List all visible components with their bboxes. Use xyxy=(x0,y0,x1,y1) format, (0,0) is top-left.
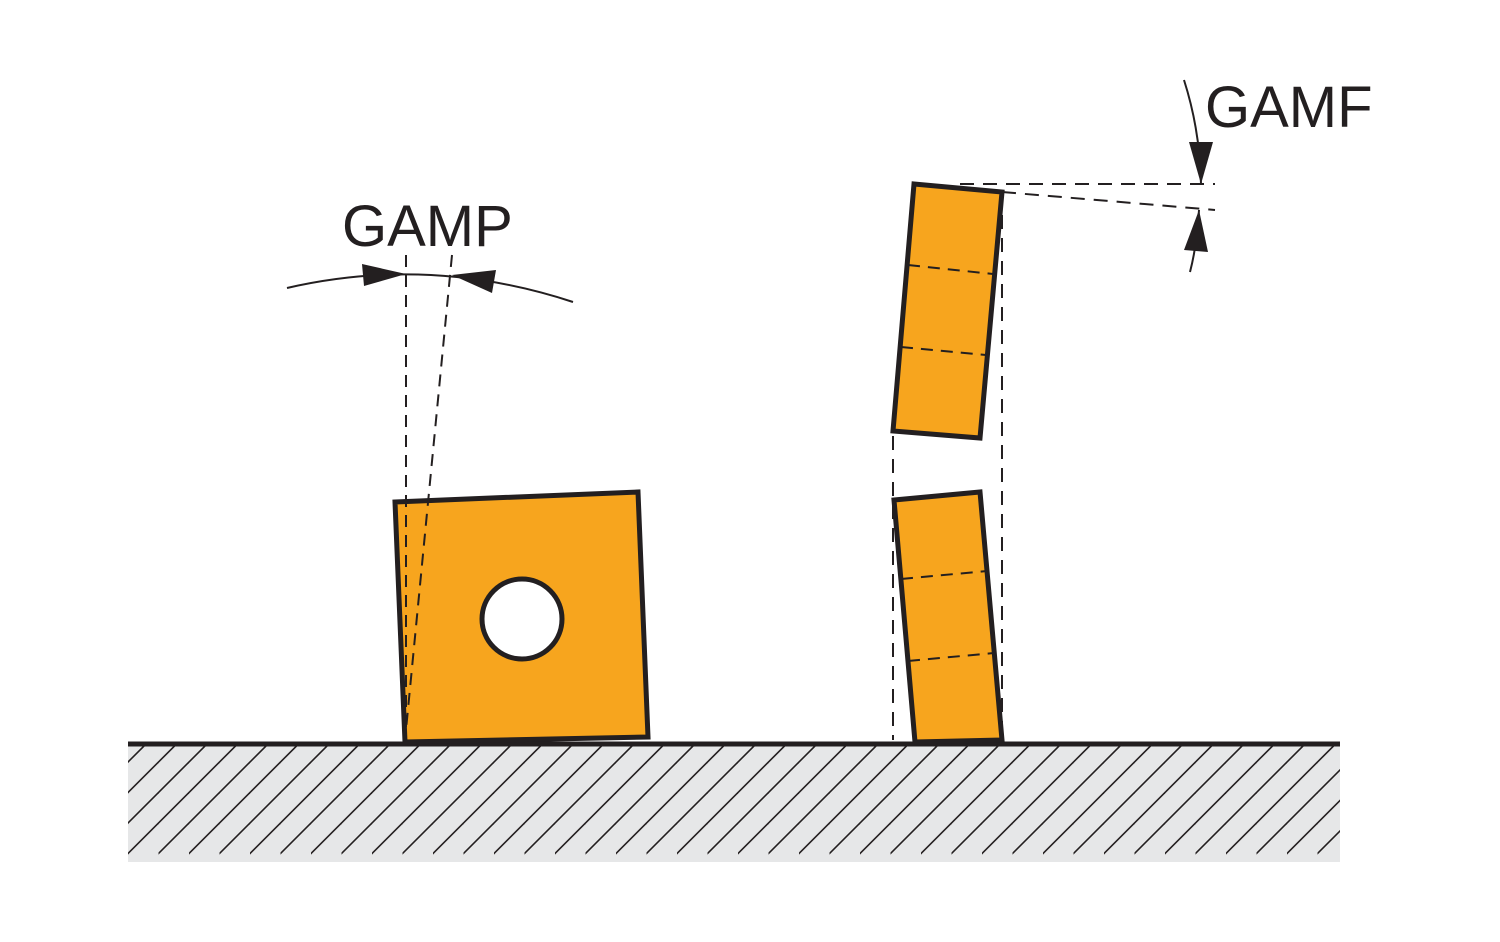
side-insert-top xyxy=(890,181,1005,441)
gamf-dimension xyxy=(1183,79,1213,273)
gamp-arrow-right-icon xyxy=(362,264,406,286)
gamp-label: GAMP xyxy=(342,194,513,259)
gamf-arrow-down-icon xyxy=(1189,142,1213,184)
ground-hatching xyxy=(128,745,1340,862)
gamf-reference-lines xyxy=(892,183,1216,740)
gamf-arrow-up-icon xyxy=(1184,210,1208,252)
side-insert-bottom xyxy=(891,489,1005,745)
gamp-reference-lines xyxy=(404,254,453,741)
insert-hole xyxy=(479,576,565,662)
gamp-arrow-left-icon xyxy=(452,270,496,293)
square-insert xyxy=(392,489,651,745)
ground-base xyxy=(128,741,1340,862)
gamf-label: GAMF xyxy=(1205,75,1373,140)
gamp-dimension-arc xyxy=(286,264,574,303)
